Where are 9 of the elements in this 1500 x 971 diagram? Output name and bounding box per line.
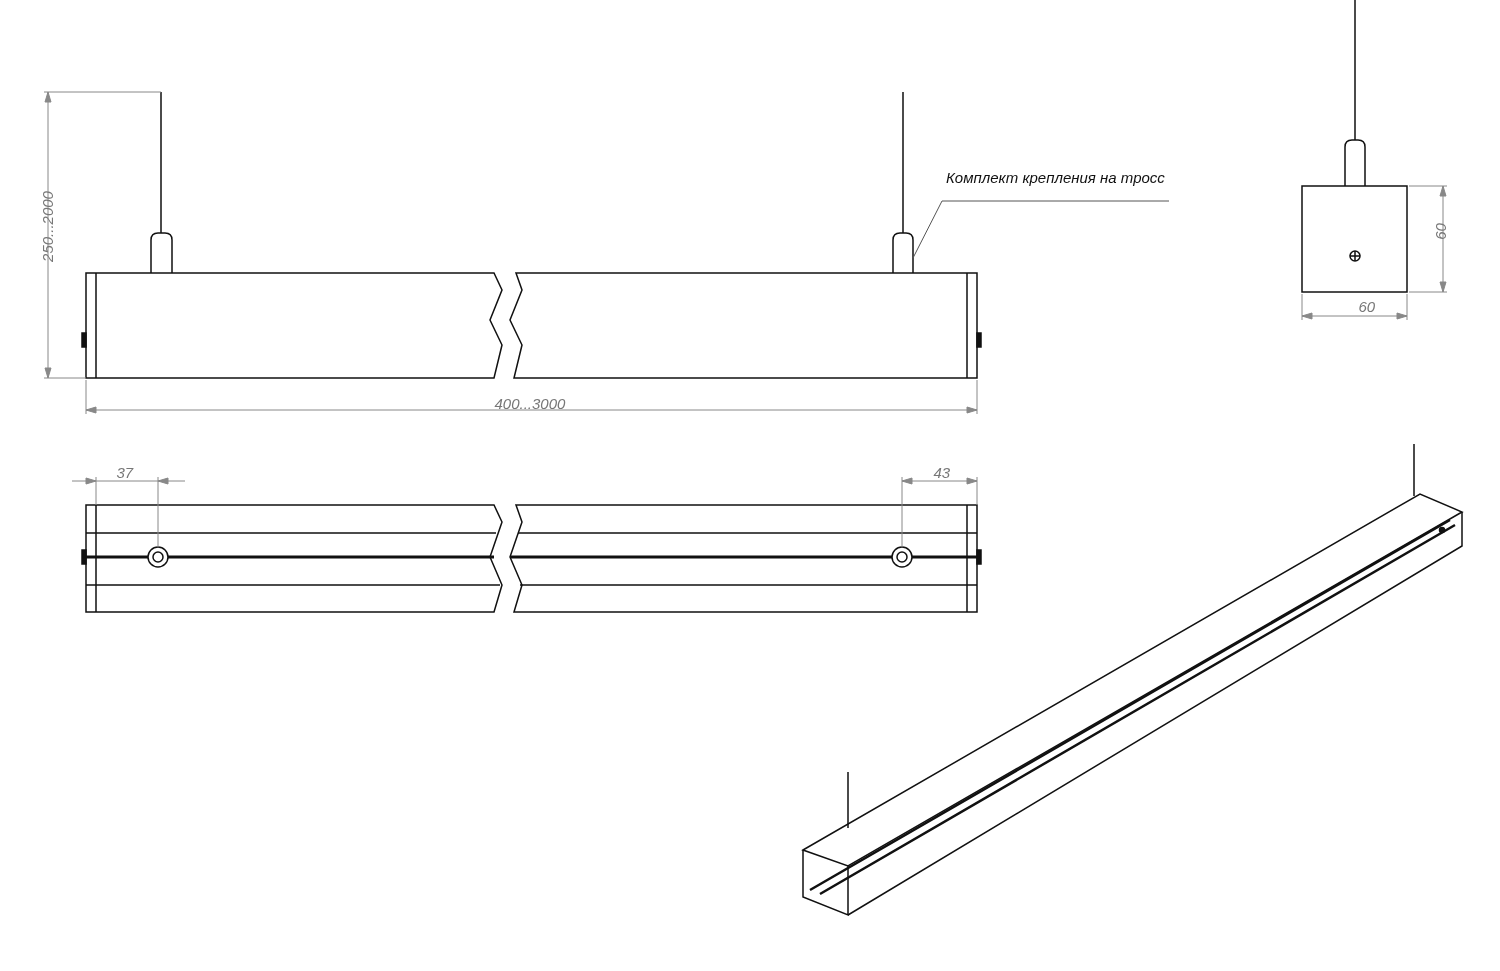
cable-clamp: [892, 91, 914, 274]
callout-text: Комплект крепления на тросс: [946, 170, 1165, 185]
dimension-label: 400...3000: [494, 396, 566, 411]
dimension-label: 60: [1358, 299, 1376, 314]
dimension-label: 60: [1432, 222, 1448, 240]
dimension-label: 37: [116, 465, 134, 480]
leader-line: [912, 200, 1170, 259]
dimension-label: 250...2000: [39, 190, 55, 262]
dimension-label: 43: [933, 465, 951, 480]
